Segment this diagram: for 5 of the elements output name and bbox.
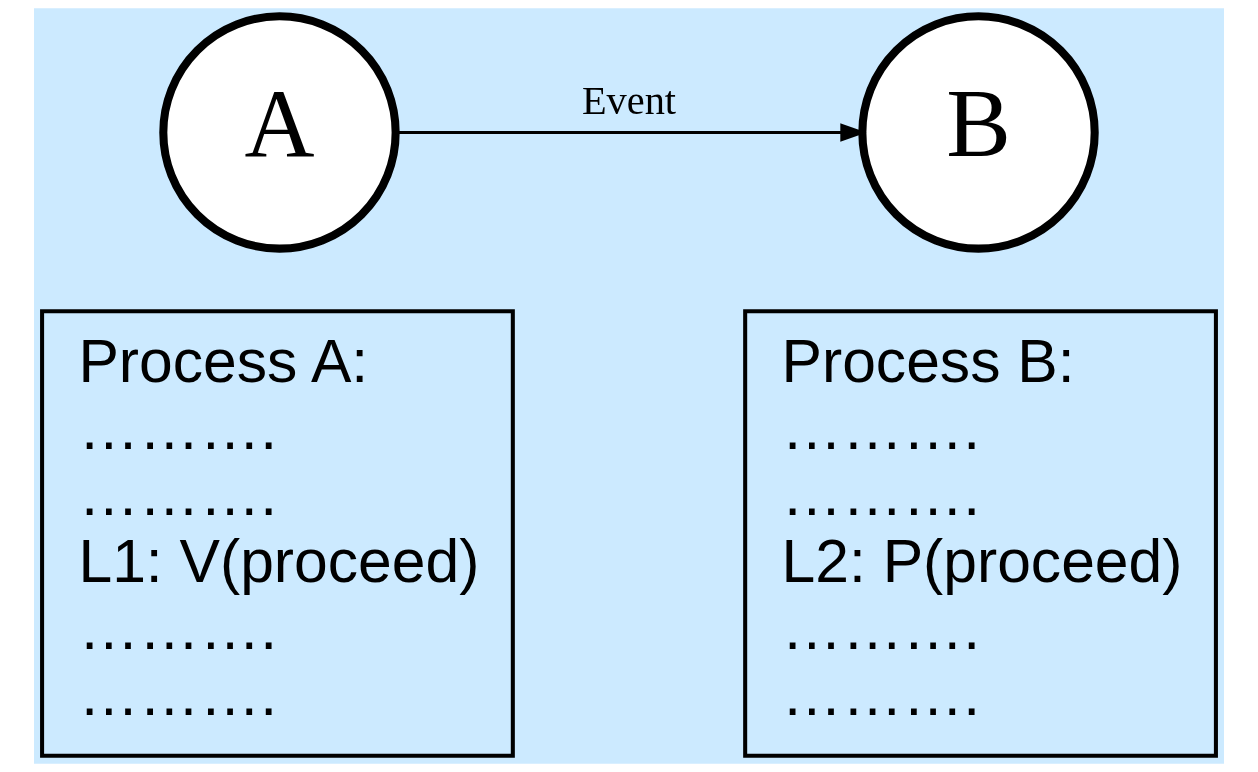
node-box: Process B: ………. ………. L2: P(proceed) ………. ………. bbox=[743, 309, 1218, 758]
edge-label: Event bbox=[581, 78, 677, 124]
node-box: Process A: ………. ………. L1: V(proceed) ………. ………. bbox=[40, 309, 515, 758]
node-circle: A bbox=[159, 12, 400, 253]
node-circle: B bbox=[858, 12, 1099, 253]
